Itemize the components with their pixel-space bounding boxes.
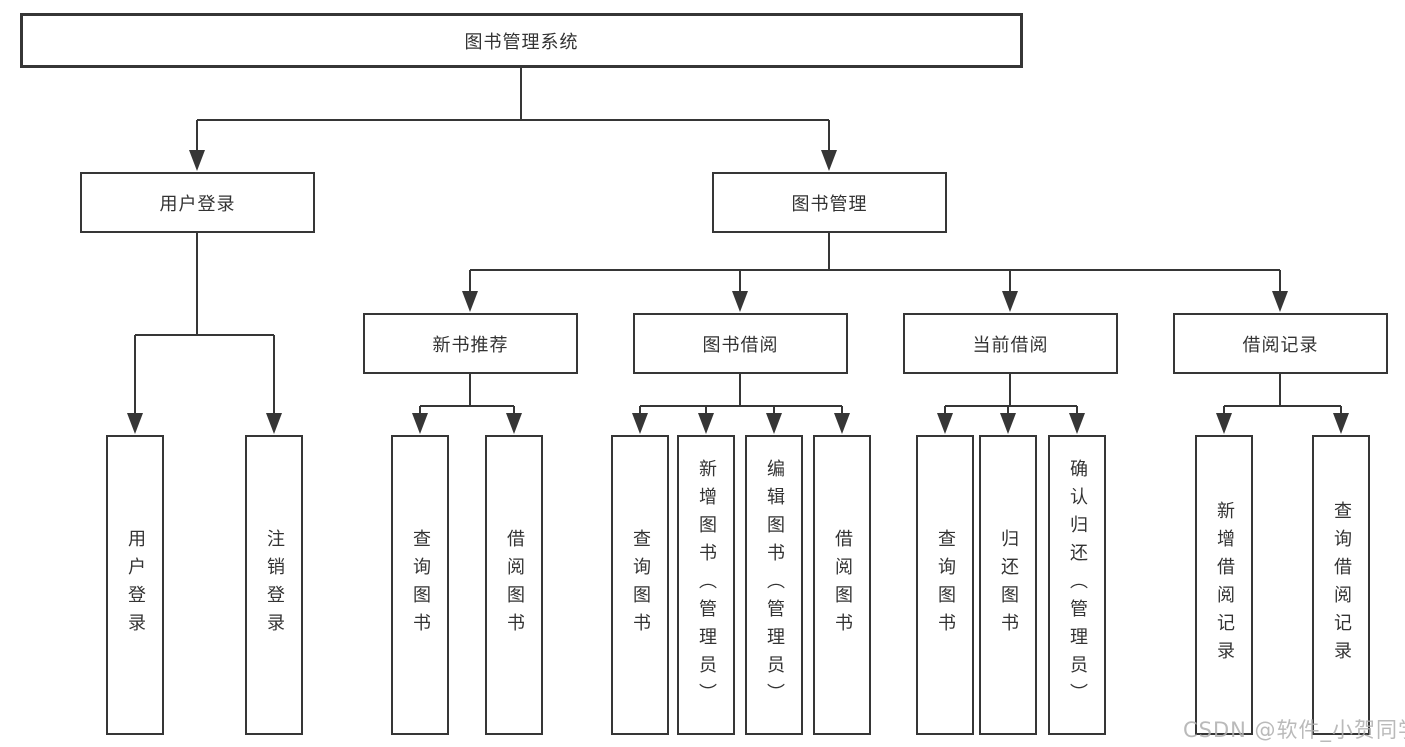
node-book-management: 图书管理	[712, 172, 947, 233]
node-new-book-recommend: 新书推荐	[363, 313, 578, 374]
tree-edges	[134, 68, 1342, 419]
leaf-borrow-books: 借阅图书	[485, 435, 543, 735]
node-root-system: 图书管理系统	[20, 13, 1023, 68]
leaf-add-borrow-record: 新增借阅记录	[1195, 435, 1253, 735]
node-book-borrowing: 图书借阅	[633, 313, 848, 374]
leaf-confirm-return-admin: 确认归还（管理员）	[1048, 435, 1106, 735]
leaf-query-books-2: 查询图书	[611, 435, 669, 735]
leaf-user-login: 用户登录	[106, 435, 164, 735]
leaf-query-borrow-record: 查询借阅记录	[1312, 435, 1370, 735]
leaf-edit-book-admin: 编辑图书（管理员）	[745, 435, 803, 735]
leaf-query-books: 查询图书	[391, 435, 449, 735]
leaf-logout: 注销登录	[245, 435, 303, 735]
node-user-login: 用户登录	[80, 172, 315, 233]
node-current-borrowing: 当前借阅	[903, 313, 1118, 374]
leaf-borrow-books-2: 借阅图书	[813, 435, 871, 735]
csdn-watermark: CSDN @软件_小贺同学	[1183, 718, 1405, 742]
node-borrowing-records: 借阅记录	[1173, 313, 1388, 374]
arrowheads	[127, 150, 1349, 434]
leaf-return-book: 归还图书	[979, 435, 1037, 735]
leaf-query-books-3: 查询图书	[916, 435, 974, 735]
leaf-add-book-admin: 新增图书（管理员）	[677, 435, 735, 735]
